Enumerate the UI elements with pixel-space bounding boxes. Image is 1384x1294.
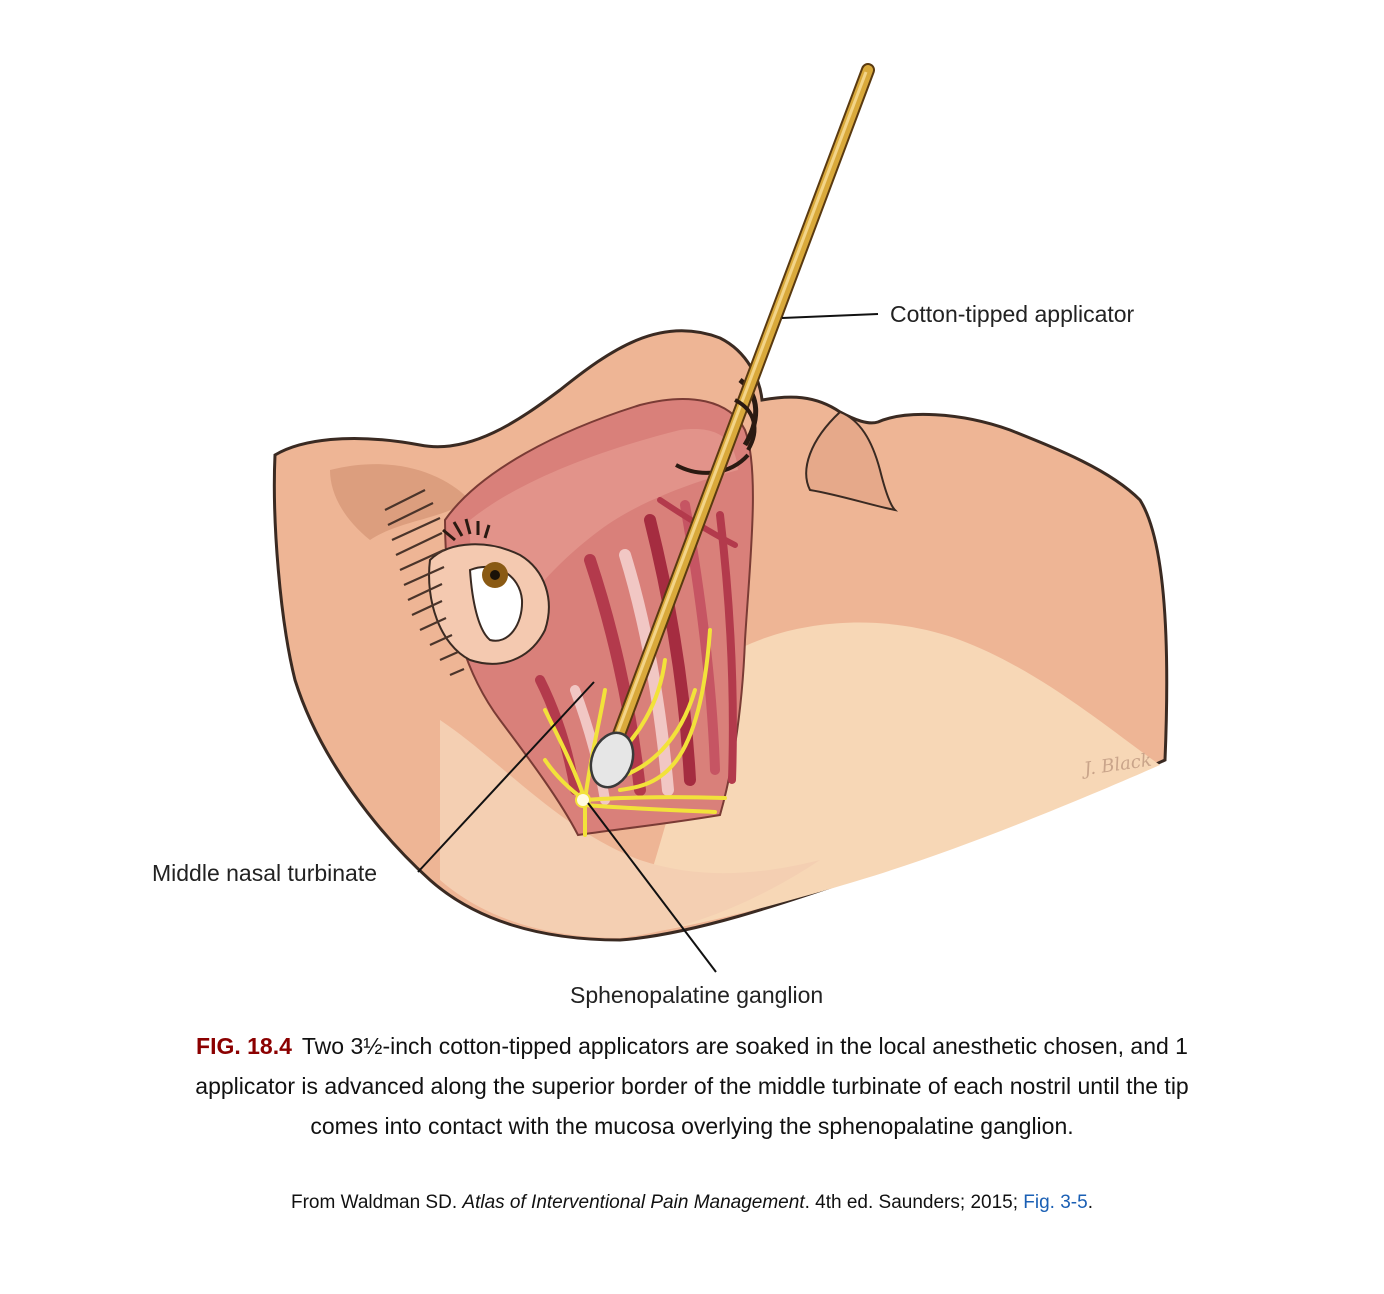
nerve-branches (543, 628, 727, 837)
cotton-tip (589, 731, 635, 789)
applicator-stick (608, 63, 875, 752)
source-prefix: From Waldman SD. (291, 1192, 463, 1213)
source-citation: From Waldman SD. Atlas of Interventional… (0, 1192, 1384, 1214)
caption-text: Two 3½-inch cotton-tipped applicators ar… (195, 1033, 1189, 1139)
ganglion-dot (575, 792, 591, 808)
anatomy-illustration: J. Black Cotton-tipped applicator Middle… (152, 63, 1169, 1008)
source-title: Atlas of Interventional Pain Management (462, 1192, 805, 1213)
eye (428, 518, 550, 665)
cheek-highlight (630, 622, 1160, 935)
figure-number: FIG. 18.4 (196, 1033, 292, 1059)
source-suffix: . 4th ed. Saunders; 2015; (804, 1192, 1024, 1213)
turbinate-label: Middle nasal turbinate (152, 860, 377, 886)
turbinate-bands (535, 497, 738, 805)
source-end: . (1087, 1192, 1093, 1213)
lower-cheek (440, 720, 820, 938)
source-figure-link[interactable]: Fig. 3-5 (1023, 1192, 1088, 1213)
applicator-leader (781, 313, 879, 319)
nostril-front (734, 398, 757, 452)
cavity-shade (469, 429, 738, 650)
ganglion-label: Sphenopalatine ganglion (570, 982, 823, 1008)
applicator-label: Cotton-tipped applicator (890, 301, 1135, 327)
ganglion-leader (587, 802, 717, 973)
turbinate-leader (417, 681, 595, 873)
upper-lip (805, 410, 899, 512)
eyebrow (384, 489, 465, 677)
